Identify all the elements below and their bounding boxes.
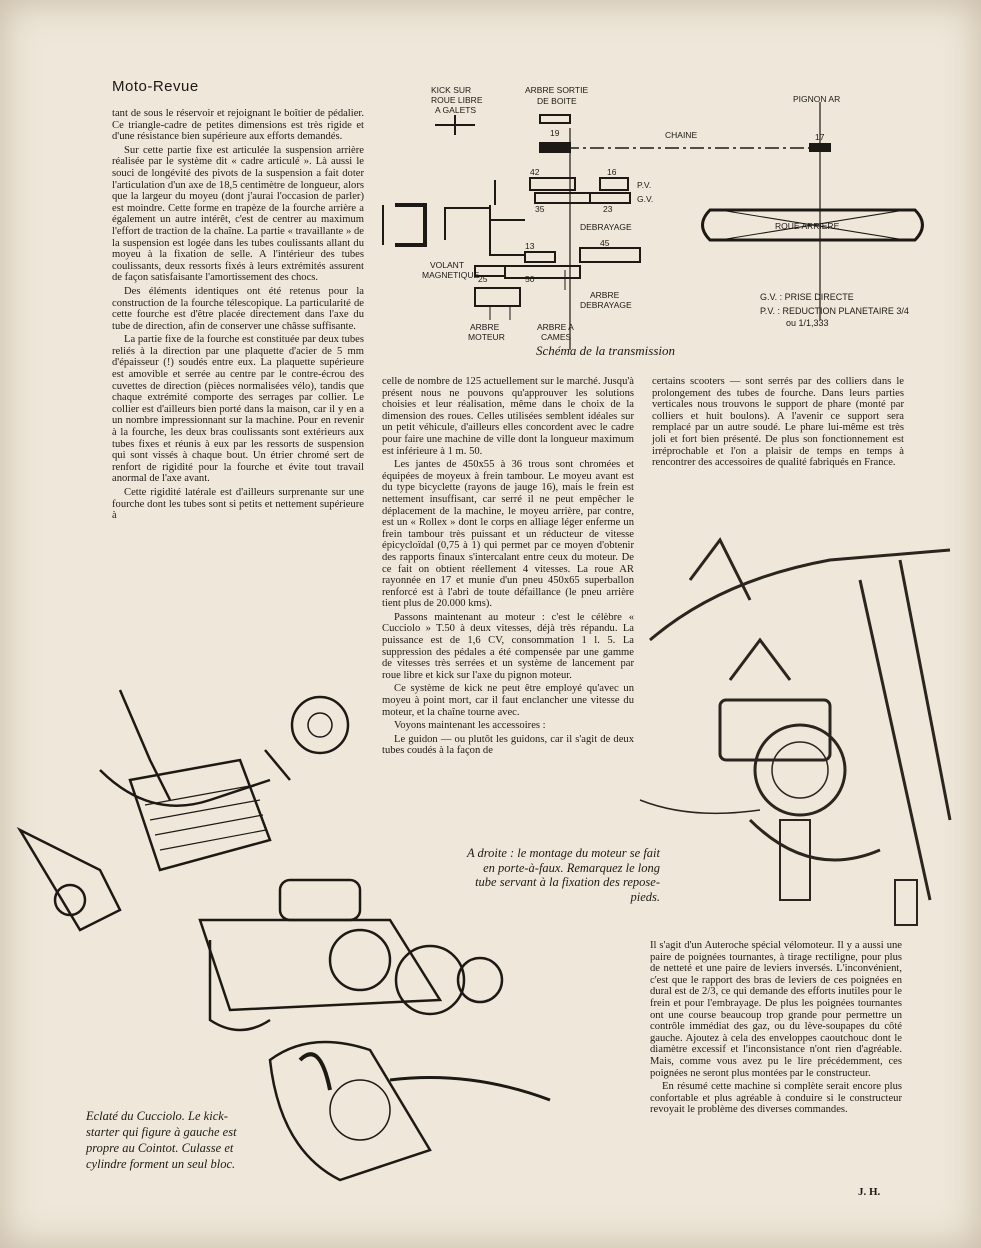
author-signature: J. H. <box>858 1186 881 1198</box>
label-gv: G.V. <box>637 194 653 204</box>
label-arbre-moteur-2: MOTEUR <box>468 332 505 342</box>
col2-paragraph-6: Le guidon — ou plutôt les guidons, car i… <box>382 733 634 757</box>
label-n23: 23 <box>603 204 613 214</box>
label-chaine: CHAINE <box>665 130 697 140</box>
col1-paragraph-5: Cette rigidité latérale est d'ailleurs s… <box>112 487 364 522</box>
col1-paragraph-1: tant de sous le réservoir et rejoignant … <box>112 108 364 143</box>
engine-exploded-drawing <box>16 689 551 1182</box>
column-2: celle de nombre de 125 actuellement sur … <box>382 376 634 759</box>
label-arbre-cames-1: ARBRE A <box>537 322 574 332</box>
label-arbre-debrayage-2: DEBRAYAGE <box>580 300 632 310</box>
col2-paragraph-3: Passons maintenant au moteur : c'est le … <box>382 611 634 681</box>
col2-paragraph-1: celle de nombre de 125 actuellement sur … <box>382 376 634 457</box>
label-n45: 45 <box>600 238 610 248</box>
column-3: certains scooters — sont serrés par des … <box>652 376 904 471</box>
legend-ratio: ou 1/1,333 <box>786 318 829 328</box>
label-n19: 19 <box>550 128 560 138</box>
column-4: Il s'agit d'un Auteroche spécial vélomot… <box>650 940 902 1118</box>
label-arbre-cames-2: CAMES <box>541 332 572 342</box>
label-n25: 25 <box>478 274 488 284</box>
label-n42: 42 <box>530 167 540 177</box>
transmission-caption: Schéma de la transmission <box>536 343 676 358</box>
engine-mounting-photo <box>639 537 952 926</box>
col2-paragraph-4: Ce système de kick ne peut être employé … <box>382 683 634 718</box>
label-n50: 50 <box>525 274 535 284</box>
label-arbre-debrayage-1: ARBRE <box>590 290 620 300</box>
col1-paragraph-2: Sur cette partie fixe est articulée la s… <box>112 144 364 284</box>
col4-paragraph-1: Il s'agit d'un Auteroche spécial vélomot… <box>650 940 902 1079</box>
label-n13: 13 <box>525 241 535 251</box>
label-n35: 35 <box>535 204 545 214</box>
label-volant-2: MAGNETIQUE <box>422 270 479 280</box>
label-arbre-moteur-1: ARBRE <box>470 322 500 332</box>
column-1: tant de sous le réservoir et rejoignant … <box>112 108 364 524</box>
col4-paragraph-2: En résumé cette machine si complète sera… <box>650 1081 902 1116</box>
label-arbre-sortie-1: ARBRE SORTIE <box>525 85 588 95</box>
label-pignon-ar: PIGNON AR <box>793 94 840 104</box>
transmission-diagram: KICK SUR ROUE LIBRE A GALETS ARBRE SORTI… <box>382 85 924 350</box>
label-n17: 17 <box>815 132 825 142</box>
col2-paragraph-5: Voyons maintenant les accessoires : <box>394 720 546 732</box>
right-photo-caption: A droite : le montage du moteur se fait … <box>466 846 660 904</box>
col1-paragraph-3: Des éléments identiques ont été retenus … <box>112 285 364 332</box>
label-arbre-sortie-2: DE BOITE <box>537 96 577 106</box>
label-volant-1: VOLANT <box>430 260 464 270</box>
label-kick-1: KICK SUR <box>431 85 471 95</box>
legend-pv: P.V. : REDUCTION PLANETAIRE 3/4 <box>760 306 909 316</box>
label-n16: 16 <box>607 167 617 177</box>
label-kick-2: ROUE LIBRE <box>431 95 483 105</box>
label-debrayage: DEBRAYAGE <box>580 222 632 232</box>
magazine-title: Moto-Revue <box>112 78 199 95</box>
col2-paragraph-2: Les jantes de 450x55 à 36 trous sont chr… <box>382 459 634 610</box>
left-drawing-caption: Eclaté du Cucciolo. Le kick-starter qui … <box>86 1109 237 1171</box>
legend-gv: G.V. : PRISE DIRECTE <box>760 292 854 302</box>
label-kick-3: A GALETS <box>435 105 476 115</box>
col3-paragraph-1: certains scooters — sont serrés par des … <box>652 376 904 469</box>
label-pv: P.V. <box>637 180 651 190</box>
col1-paragraph-4: La partie fixe de la fourche est constit… <box>112 334 364 485</box>
label-roue-arriere: ROUE ARRIERE <box>775 221 840 231</box>
